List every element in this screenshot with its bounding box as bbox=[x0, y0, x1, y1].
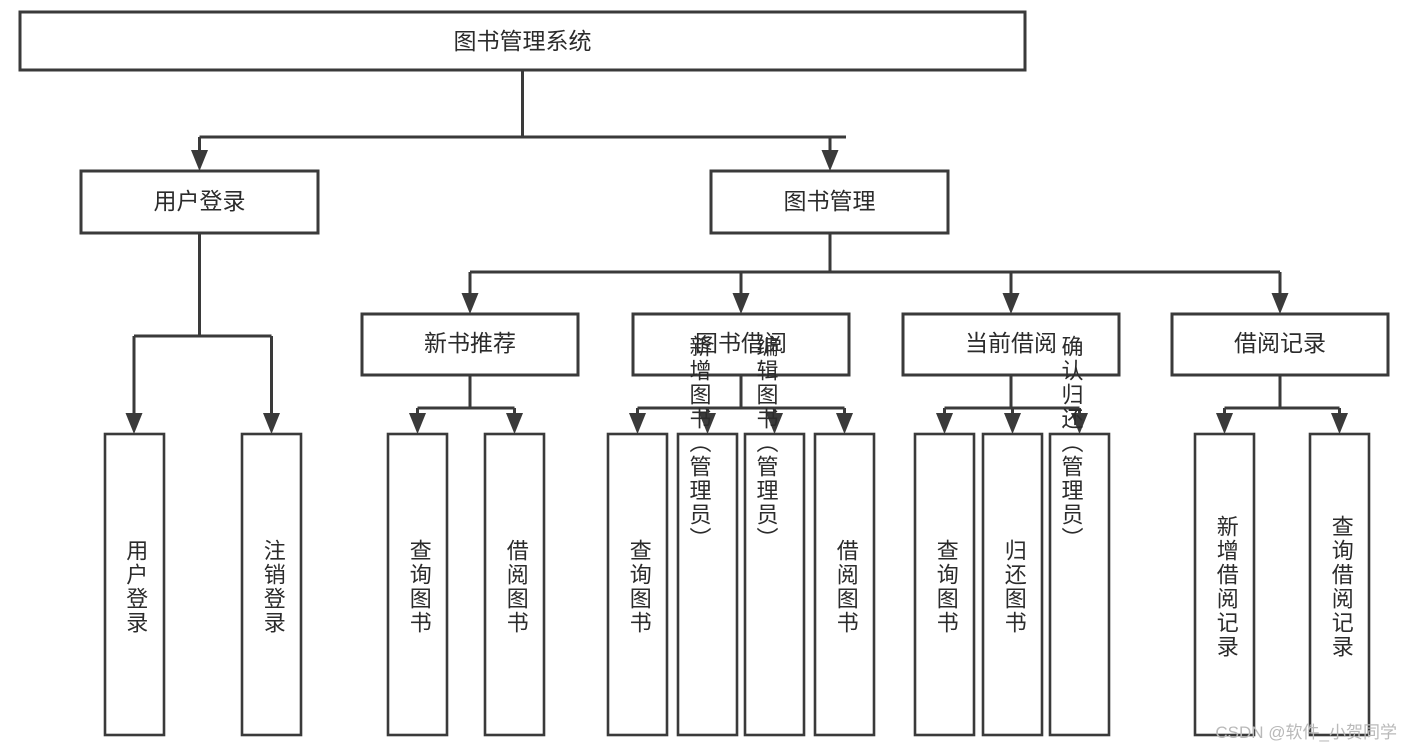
connector-book-management-to-level3 bbox=[461, 233, 1289, 314]
node-leaf-edit-book-admin-label: 编辑图书（管理员） bbox=[754, 335, 779, 551]
node-leaf-return-book-box[interactable] bbox=[981, 432, 1044, 737]
node-leaf-query-borrow-record-box[interactable] bbox=[1308, 432, 1371, 737]
node-leaf-query-book-borrow[interactable]: 查询图书 bbox=[606, 432, 669, 737]
arrowhead-leaf-borrow-book-recommend bbox=[506, 413, 523, 434]
node-leaf-add-borrow-record-box[interactable] bbox=[1193, 432, 1256, 737]
node-current-borrow-box[interactable] bbox=[901, 312, 1121, 377]
node-current-borrow[interactable]: 当前借阅 bbox=[901, 312, 1121, 377]
arrowhead-new-book-recommend bbox=[461, 293, 479, 314]
connector-root-to-level2 bbox=[191, 70, 846, 171]
node-leaf-add-book-admin-label: 新增图书（管理员） bbox=[687, 335, 712, 551]
node-root-box[interactable] bbox=[18, 10, 1027, 72]
node-leaf-query-book-current[interactable]: 查询图书 bbox=[913, 432, 976, 737]
node-leaf-add-book-admin[interactable]: 新增图书（管理员） bbox=[676, 335, 739, 737]
node-leaf-query-borrow-record-label: 查询借阅记录 bbox=[1329, 515, 1354, 659]
node-leaf-borrow-book-box[interactable] bbox=[813, 432, 876, 737]
node-new-book-recommend[interactable]: 新书推荐 bbox=[360, 312, 580, 377]
node-leaf-query-book-current-label: 查询图书 bbox=[934, 539, 959, 635]
node-borrow-record[interactable]: 借阅记录 bbox=[1170, 312, 1390, 377]
node-root[interactable]: 图书管理系统 bbox=[18, 10, 1027, 72]
arrowhead-current-borrow bbox=[1002, 293, 1020, 314]
node-leaf-logout-label: 注销登录 bbox=[261, 539, 286, 635]
arrowhead-leaf-user-login bbox=[125, 413, 143, 434]
node-leaf-query-book-borrow-label: 查询图书 bbox=[627, 539, 652, 635]
node-book-management-label: 图书管理 bbox=[784, 188, 876, 214]
node-current-borrow-label: 当前借阅 bbox=[965, 330, 1057, 356]
node-borrow-record-box[interactable] bbox=[1170, 312, 1390, 377]
connector-borrow-record-to-leaves bbox=[1216, 375, 1348, 434]
node-leaf-borrow-book-recommend-box[interactable] bbox=[483, 432, 546, 737]
arrowhead-user-login bbox=[191, 150, 208, 171]
node-leaf-user-login-label: 用户登录 bbox=[123, 539, 148, 635]
node-borrow-record-label: 借阅记录 bbox=[1234, 330, 1326, 356]
arrowhead-book-borrow bbox=[732, 293, 750, 314]
node-leaf-borrow-book-recommend-label: 借阅图书 bbox=[504, 539, 529, 635]
node-book-management[interactable]: 图书管理 bbox=[709, 169, 950, 235]
connector-user-login-to-leaves bbox=[125, 233, 280, 434]
node-leaf-return-book-label: 归还图书 bbox=[1002, 539, 1027, 635]
arrowhead-leaf-borrow-book bbox=[836, 413, 853, 434]
node-leaf-confirm-return-admin[interactable]: 确认归还（管理员） bbox=[1048, 335, 1111, 737]
node-user-login[interactable]: 用户登录 bbox=[79, 169, 320, 235]
arrowhead-leaf-edit-book-admin bbox=[766, 413, 783, 434]
arrowhead-book-management bbox=[821, 150, 839, 171]
node-leaf-add-book-admin-box[interactable] bbox=[676, 432, 739, 737]
node-leaf-logout[interactable]: 注销登录 bbox=[240, 432, 303, 737]
arrowhead-leaf-confirm-return-admin bbox=[1071, 413, 1088, 434]
node-root-label: 图书管理系统 bbox=[454, 28, 592, 54]
arrowhead-leaf-query-book-borrow bbox=[629, 413, 646, 434]
node-leaf-user-login[interactable]: 用户登录 bbox=[103, 432, 166, 737]
node-leaf-logout-box[interactable] bbox=[240, 432, 303, 737]
node-leaf-add-borrow-record[interactable]: 新增借阅记录 bbox=[1193, 432, 1256, 737]
arrowhead-leaf-add-book-admin bbox=[699, 413, 716, 434]
node-leaf-add-borrow-record-label: 新增借阅记录 bbox=[1214, 515, 1239, 659]
node-new-book-recommend-box[interactable] bbox=[360, 312, 580, 377]
arrowhead-leaf-query-book-current bbox=[936, 413, 953, 434]
node-leaf-query-borrow-record[interactable]: 查询借阅记录 bbox=[1308, 432, 1371, 737]
node-leaf-edit-book-admin[interactable]: 编辑图书（管理员） bbox=[743, 335, 806, 737]
arrowhead-leaf-add-borrow-record bbox=[1216, 413, 1233, 434]
connector-book-borrow-to-leaves bbox=[629, 375, 853, 434]
node-leaf-edit-book-admin-box[interactable] bbox=[743, 432, 806, 737]
node-user-login-box[interactable] bbox=[79, 169, 320, 235]
node-leaf-return-book[interactable]: 归还图书 bbox=[981, 432, 1044, 737]
node-leaf-borrow-book-label: 借阅图书 bbox=[834, 539, 859, 635]
connector-new-book-recommend-to-leaves bbox=[409, 375, 523, 434]
arrowhead-leaf-query-borrow-record bbox=[1331, 413, 1348, 434]
node-leaf-query-book-recommend-label: 查询图书 bbox=[407, 539, 432, 635]
node-leaf-confirm-return-admin-box[interactable] bbox=[1048, 432, 1111, 737]
node-leaf-borrow-book-recommend[interactable]: 借阅图书 bbox=[483, 432, 546, 737]
node-leaf-query-book-recommend-box[interactable] bbox=[386, 432, 449, 737]
node-new-book-recommend-label: 新书推荐 bbox=[424, 330, 516, 356]
arrowhead-borrow-record bbox=[1271, 293, 1289, 314]
node-leaf-query-book-current-box[interactable] bbox=[913, 432, 976, 737]
csdn-watermark: CSDN @软件_小贺同学 bbox=[1215, 723, 1397, 742]
arrowhead-leaf-return-book bbox=[1004, 413, 1021, 434]
node-book-management-box[interactable] bbox=[709, 169, 950, 235]
node-user-login-label: 用户登录 bbox=[154, 188, 246, 214]
node-leaf-query-book-borrow-box[interactable] bbox=[606, 432, 669, 737]
arrowhead-leaf-query-book-recommend bbox=[409, 413, 426, 434]
node-book-borrow[interactable]: 图书借阅 bbox=[631, 312, 851, 377]
node-book-borrow-box[interactable] bbox=[631, 312, 851, 377]
node-book-borrow-label: 图书借阅 bbox=[695, 330, 787, 356]
arrowhead-leaf-logout bbox=[263, 413, 280, 434]
node-leaf-borrow-book[interactable]: 借阅图书 bbox=[813, 432, 876, 737]
node-leaf-user-login-box[interactable] bbox=[103, 432, 166, 737]
connector-current-borrow-to-leaves bbox=[936, 375, 1088, 434]
node-leaf-query-book-recommend[interactable]: 查询图书 bbox=[386, 432, 449, 737]
node-leaf-confirm-return-admin-label: 确认归还（管理员） bbox=[1059, 335, 1084, 551]
